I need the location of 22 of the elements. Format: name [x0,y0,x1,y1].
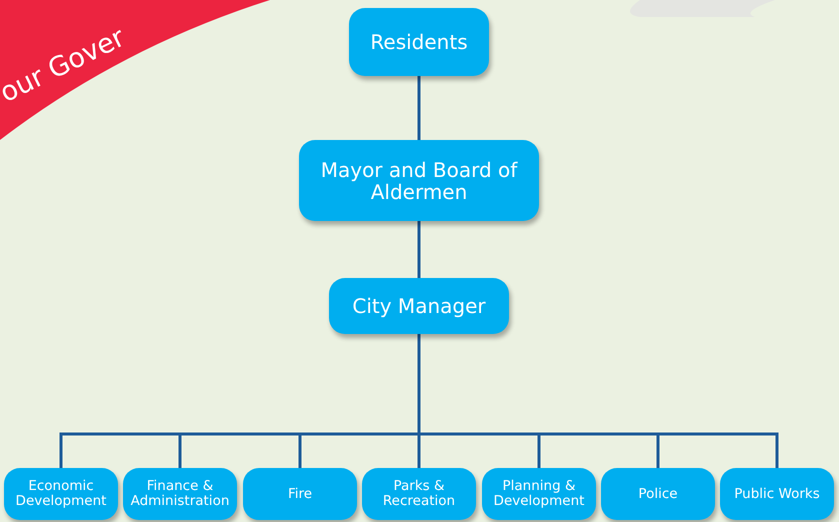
org-box [482,468,596,520]
box-label: City Manager [352,295,486,317]
org-box [243,468,357,520]
box-label: Economic Development [14,479,108,509]
org-box [601,468,715,520]
org-box [299,140,539,221]
box-label: Fire [288,486,312,502]
org-box [4,468,118,520]
box-label: Police [638,486,678,502]
box-label: Mayor and Board of Aldermen [320,158,519,202]
connector-line [418,221,420,278]
box-label: Finance & Administration [130,479,230,509]
box-label: Residents [370,31,468,53]
box-label: Planning & Development [492,479,586,509]
box-label: Public Works [734,486,820,502]
box-label: Parks & Recreation [382,479,456,509]
org-box [123,468,237,520]
org-box [329,278,509,334]
org-box [362,468,476,520]
connector-line [418,76,420,140]
org-box [720,468,834,520]
org-box [349,8,489,76]
